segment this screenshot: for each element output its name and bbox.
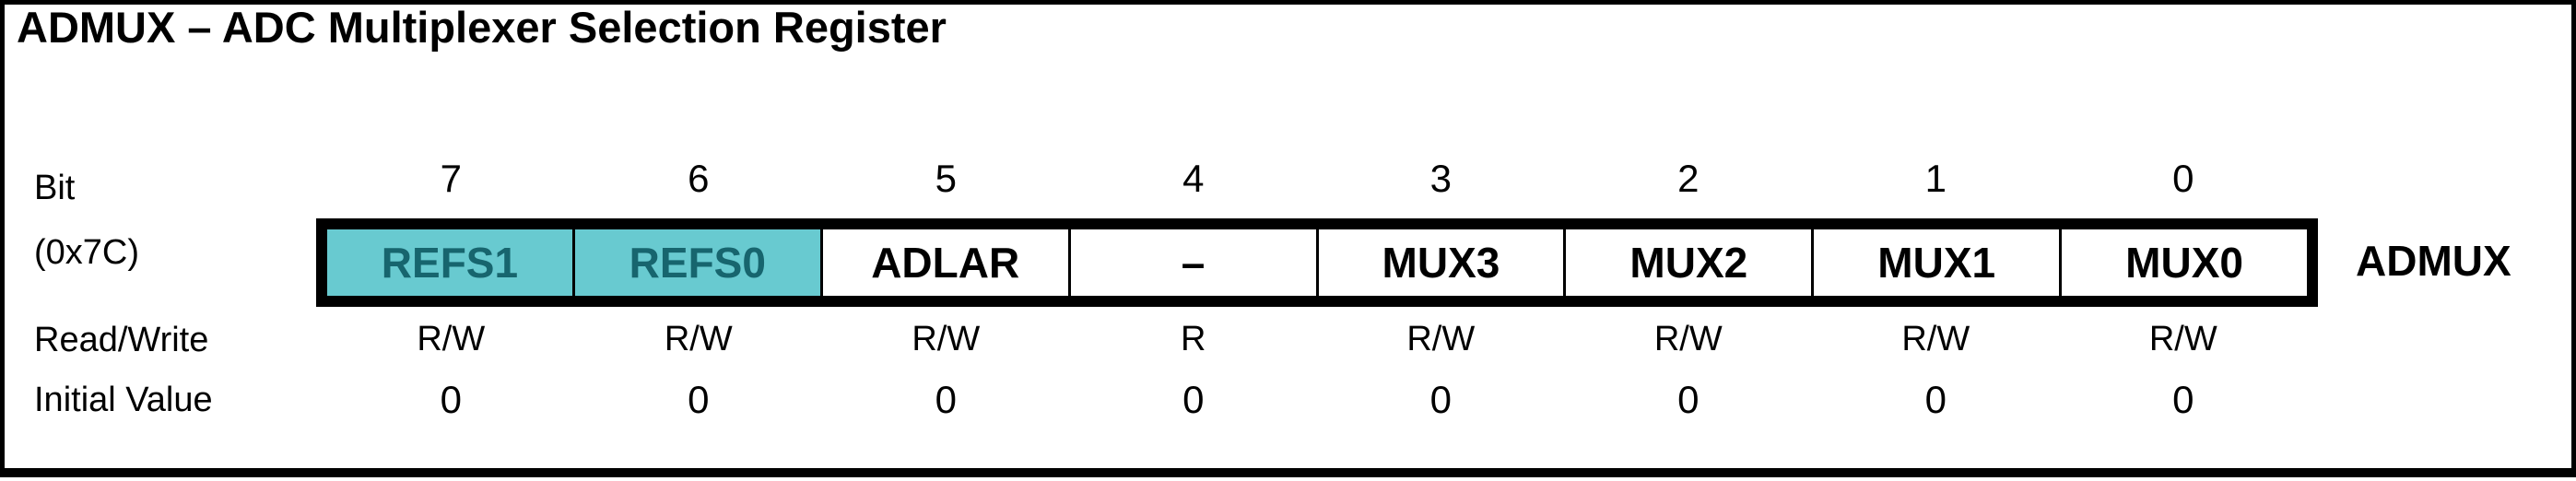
bit-cell-mux1: MUX1: [1811, 229, 2060, 296]
bit-cell-reserved: –: [1067, 229, 1316, 296]
read-write-row: R/W R/W R/W R R/W R/W R/W R/W: [327, 320, 2307, 359]
bit-number-3: 3: [1429, 157, 1452, 200]
bit-row-label: Bit: [34, 169, 76, 207]
bit-number-6: 6: [688, 157, 710, 200]
register-address: (0x7C): [34, 233, 140, 272]
register-name: ADMUX: [2356, 237, 2511, 285]
read-write-value-bit1: R/W: [1901, 320, 1970, 358]
read-write-value-bit2: R/W: [1653, 320, 1723, 358]
bit-number-1: 1: [1924, 157, 1947, 200]
bit-number-7: 7: [440, 157, 462, 200]
read-write-row-label: Read/Write: [34, 321, 209, 359]
page-title: ADMUX – ADC Multiplexer Selection Regist…: [17, 3, 947, 52]
read-write-value-bit5: R/W: [912, 320, 981, 358]
bit-cell-adlar: ADLAR: [819, 229, 1068, 296]
initial-value-bit5: 0: [935, 378, 957, 421]
read-write-value-bit3: R/W: [1406, 320, 1476, 358]
initial-value-row-label: Initial Value: [34, 381, 213, 419]
bit-number-2: 2: [1677, 157, 1700, 200]
bit-cell-refs1: REFS1: [327, 229, 572, 296]
initial-value-bit0: 0: [2172, 378, 2194, 421]
read-write-value-bit4: R: [1181, 320, 1206, 358]
bit-cell-refs0: REFS0: [571, 229, 820, 296]
bit-number-4: 4: [1182, 157, 1205, 200]
initial-value-bit1: 0: [1924, 378, 1947, 421]
read-write-value-bit6: R/W: [664, 320, 733, 358]
read-write-value-bit0: R/W: [2148, 320, 2217, 358]
bit-number-5: 5: [935, 157, 957, 200]
bit-numbers-row: 7 6 5 4 3 2 1 0: [327, 157, 2307, 201]
initial-value-bit7: 0: [440, 378, 462, 421]
bit-cell-mux2: MUX2: [1563, 229, 1812, 296]
initial-value-bit4: 0: [1182, 378, 1205, 421]
initial-value-bit3: 0: [1429, 378, 1452, 421]
initial-values-row: 0 0 0 0 0 0 0 0: [327, 378, 2307, 422]
read-write-value-bit7: R/W: [417, 320, 486, 358]
initial-value-bit6: 0: [688, 378, 710, 421]
bit-number-0: 0: [2172, 157, 2194, 200]
bit-cell-mux3: MUX3: [1315, 229, 1564, 296]
initial-value-bit2: 0: [1677, 378, 1700, 421]
bit-cell-mux0: MUX0: [2059, 229, 2307, 296]
